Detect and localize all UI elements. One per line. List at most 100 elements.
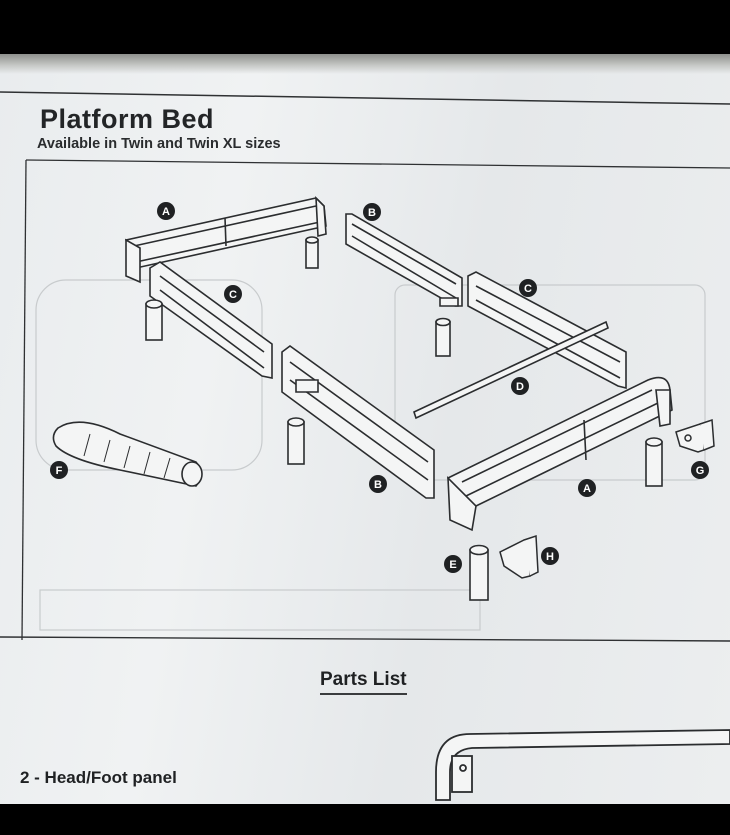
sheet-rules xyxy=(0,91,730,642)
leg-e-top xyxy=(469,544,489,556)
leg-5-body xyxy=(645,441,663,487)
leg-e xyxy=(469,544,489,601)
callout-b-middle: B xyxy=(369,475,387,493)
top-rule xyxy=(0,91,730,105)
callout-h-circle xyxy=(541,547,559,565)
callout-a-bottom: A xyxy=(578,479,596,497)
callout-c-left-label: C xyxy=(229,289,237,301)
ghost-rect-right xyxy=(394,284,706,481)
callout-g-label: G xyxy=(696,465,705,477)
callout-b-top-circle xyxy=(363,203,381,221)
part-a-bottom-leg xyxy=(447,475,477,532)
part-b-top-detail xyxy=(351,223,457,299)
leg-5 xyxy=(645,437,663,487)
part-b-top-rail xyxy=(345,213,463,307)
head-foot-panel-label: 2 - Head/Foot panel xyxy=(20,768,177,787)
leg-4 xyxy=(287,417,305,465)
part-a-bottom-end xyxy=(655,389,671,427)
part-f-roll-body xyxy=(52,421,202,487)
callout-d-circle xyxy=(511,377,529,395)
leg-3-body xyxy=(435,321,451,357)
panel-illustration xyxy=(435,729,730,801)
callout-b-top-label: B xyxy=(368,207,376,219)
callout-g: G xyxy=(691,461,709,479)
callout-a-top: A xyxy=(157,202,175,220)
part-g-bracket-hole xyxy=(684,434,692,442)
part-c-right xyxy=(467,271,627,390)
callout-d: D xyxy=(511,377,529,395)
callout-h: H xyxy=(541,547,559,565)
part-h-bracket xyxy=(499,534,539,579)
leg-5-top xyxy=(645,437,663,447)
part-f-roll xyxy=(52,421,203,487)
callout-e-circle xyxy=(444,555,462,573)
callout-f-circle xyxy=(50,461,68,479)
callout-b-top: B xyxy=(363,203,381,221)
callout-d-label: D xyxy=(516,381,524,393)
part-a-bottom-detail xyxy=(461,389,661,497)
part-a-top xyxy=(124,195,327,284)
panel-illustration-plate xyxy=(451,755,473,793)
callout-a-bottom-circle xyxy=(578,479,596,497)
callout-c-left: C xyxy=(224,285,242,303)
part-b-top xyxy=(345,213,463,307)
document-subtitle: Available in Twin and Twin XL sizes xyxy=(37,136,281,152)
callout-f-label: F xyxy=(56,465,63,477)
callout-a-top-label: A xyxy=(162,206,170,218)
part-b-middle-bracket xyxy=(295,379,319,393)
part-a-bottom-divider xyxy=(583,419,587,461)
paper-shadow xyxy=(0,54,730,74)
leg-3 xyxy=(435,317,451,357)
callout-a-top-circle xyxy=(157,202,175,220)
callout-b-middle-label: B xyxy=(374,479,382,491)
part-g-bracket-plate xyxy=(699,418,715,451)
leg-3-top xyxy=(435,317,451,327)
callout-h-label: H xyxy=(546,551,554,563)
ghost-rect-bottom xyxy=(39,589,481,631)
part-f-roll-end xyxy=(181,461,203,487)
diagram-left-rule xyxy=(21,159,27,641)
part-b-middle-detail xyxy=(289,361,429,481)
callout-e: E xyxy=(444,555,462,573)
callout-c-right-circle xyxy=(519,279,537,297)
leg-2-body xyxy=(145,303,163,341)
part-b-middle xyxy=(281,345,435,499)
part-a-bottom xyxy=(447,376,673,532)
part-h-bracket-plate xyxy=(523,534,539,577)
leg-4-top xyxy=(287,417,305,427)
part-g-bracket xyxy=(675,418,715,453)
legs xyxy=(145,236,663,601)
leg-2-top xyxy=(145,299,163,309)
diagram-bottom-rule xyxy=(0,636,730,642)
leg-1 xyxy=(305,236,319,269)
callout-b-middle-circle xyxy=(369,475,387,493)
parts-list-heading: Parts List xyxy=(320,669,407,695)
part-a-top-end xyxy=(315,195,327,238)
part-c-right-detail xyxy=(475,285,621,379)
callout-c-left-circle xyxy=(224,285,242,303)
callout-g-circle xyxy=(691,461,709,479)
part-c-left-detail xyxy=(159,275,265,369)
part-d-bar-body xyxy=(413,320,609,420)
panel-illustration-hole xyxy=(459,764,467,772)
leg-2 xyxy=(145,299,163,341)
leg-4-body xyxy=(287,421,305,465)
document-title: Platform Bed xyxy=(40,104,215,134)
panel-illustration-rail xyxy=(435,729,730,801)
callout-e-label: E xyxy=(449,559,456,571)
part-b-top-bracket xyxy=(439,297,459,307)
diagram-top-rule xyxy=(25,159,730,169)
part-c-left xyxy=(149,261,273,379)
part-d-bar xyxy=(413,320,609,420)
callout-c-right: C xyxy=(519,279,537,297)
leg-1-top xyxy=(305,236,319,244)
part-a-top-divider xyxy=(224,217,227,247)
callout-c-right-label: C xyxy=(524,283,532,295)
callout-a-bottom-label: A xyxy=(583,483,591,495)
leg-1-body xyxy=(305,239,319,269)
callouts: A B C C D B A xyxy=(50,202,709,573)
part-f-roll-lines xyxy=(83,433,171,479)
leg-e-body xyxy=(469,549,489,601)
